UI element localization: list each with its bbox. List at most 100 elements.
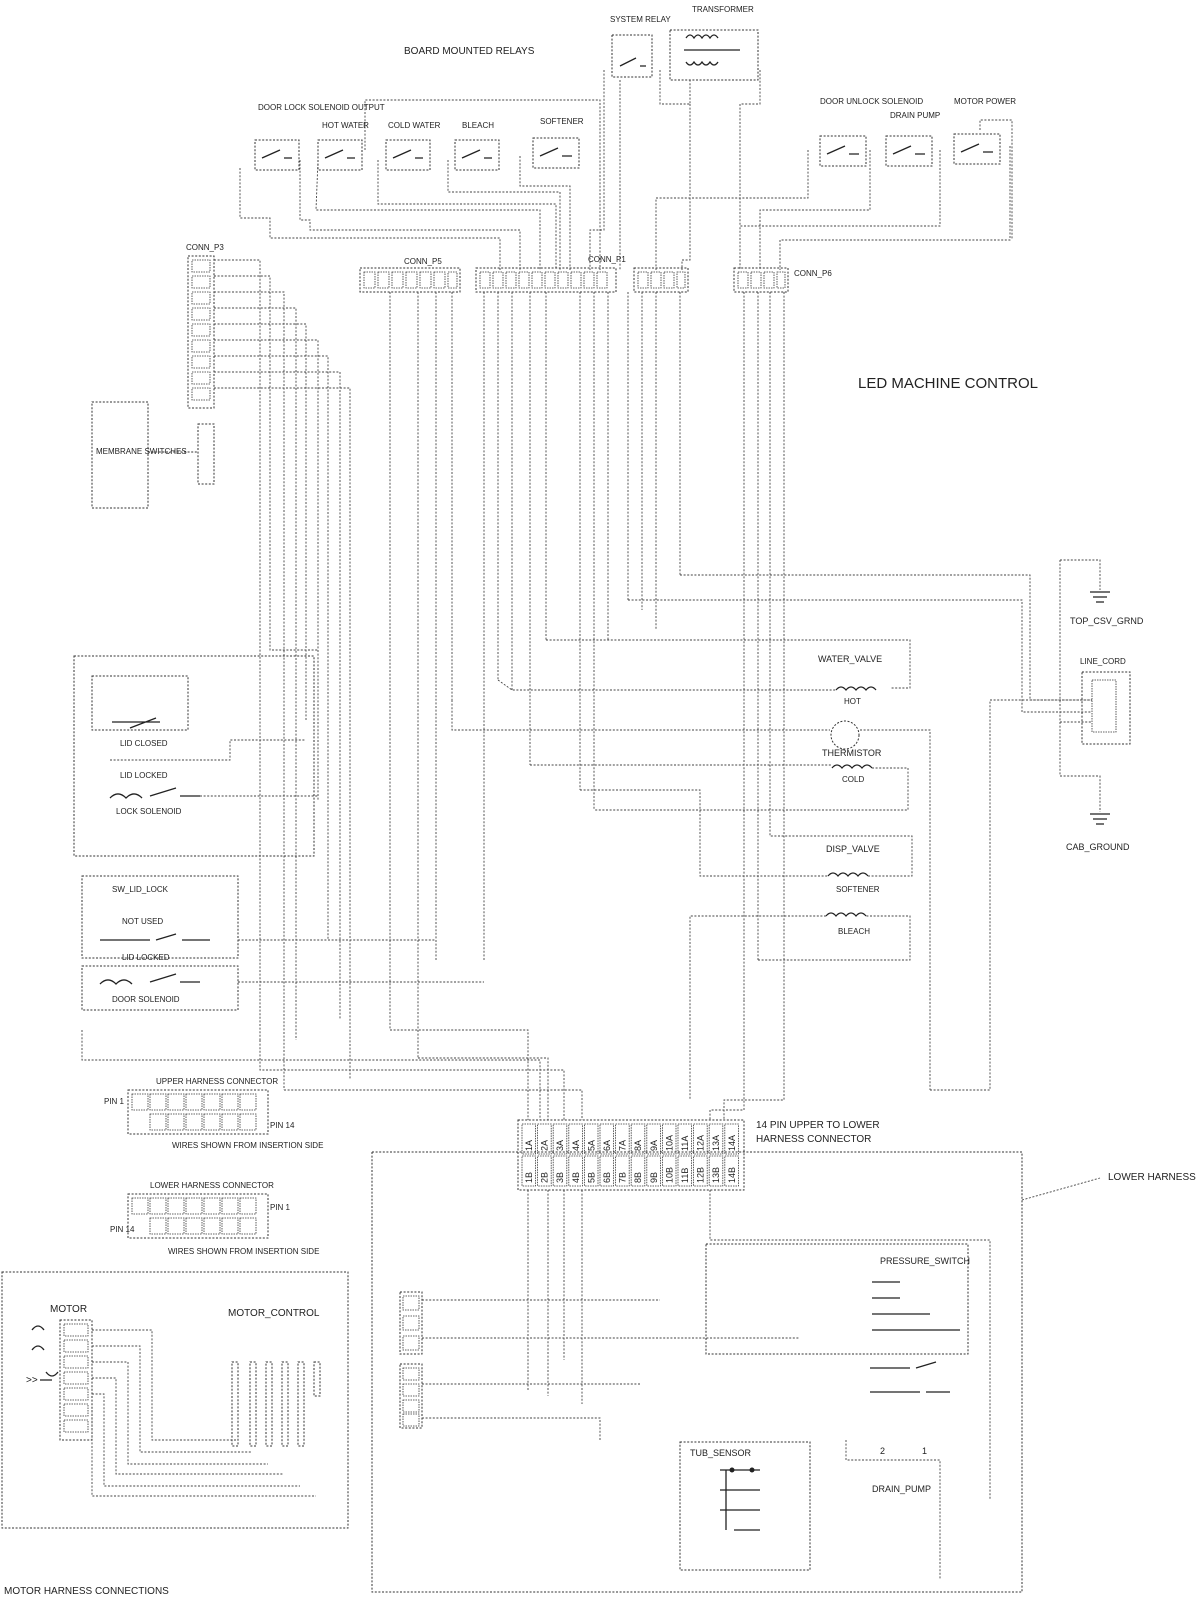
lid-locked-label-2: LID LOCKED	[122, 953, 170, 962]
system-relay-switch	[619, 57, 646, 67]
door-unlock-relay-label: DOOR UNLOCK SOLENOID	[820, 97, 923, 106]
line-cord-plug	[1091, 679, 1117, 733]
lower-harness-label: LOWER HARNESS	[1108, 1172, 1196, 1183]
wire	[680, 574, 1092, 701]
harness-pin-lower-cell	[599, 1155, 615, 1187]
lid-lock-label: SW_LID_LOCK	[112, 885, 169, 894]
lid-switch-assembly-1	[73, 655, 315, 857]
wire	[659, 70, 691, 105]
harness-pin-lower: 2B	[540, 1172, 550, 1183]
transformer	[669, 29, 759, 81]
motor-output-symbol: >>	[26, 1375, 38, 1386]
lid-locked-label: LID LOCKED	[120, 771, 168, 780]
harness-pin-lower-cell	[584, 1155, 599, 1187]
harness-pin-upper-cell	[662, 1123, 677, 1155]
conn-p1-label: CONN_P1	[588, 255, 626, 264]
wire	[377, 160, 557, 270]
wire	[546, 639, 911, 689]
harness-pin-lower: 12B	[696, 1167, 706, 1183]
relay-motor-power: MOTOR POWER	[953, 97, 1016, 165]
bleach-relay-label: BLEACH	[462, 121, 494, 130]
harness-pin-lower: 13B	[711, 1167, 721, 1183]
disp-valve-label: DISP_VALVE	[826, 844, 880, 854]
harness-pin-upper-cell	[584, 1123, 599, 1155]
conn-p6-label: CONN_P6	[794, 269, 832, 278]
harness-pin-upper: 6A	[602, 1140, 612, 1151]
motor-control-terminals	[231, 1361, 321, 1447]
harness-14pin-label-2: HARNESS CONNECTOR	[756, 1134, 871, 1145]
harness-pin-lower: 9B	[649, 1172, 659, 1183]
harness-pin-lower: 4B	[571, 1172, 581, 1183]
lock-solenoid-icon	[109, 787, 200, 799]
relay-drain-pump: DRAIN PUMP	[885, 111, 940, 167]
upper-harness-connector	[127, 1089, 269, 1135]
contact-dot	[729, 1467, 735, 1473]
wire	[845, 1440, 941, 1580]
harness-pin-upper: 7A	[618, 1140, 628, 1151]
harness-pin-upper-cell	[630, 1123, 646, 1155]
harness-pin-lower: 1B	[524, 1172, 534, 1183]
harness-pin-upper: 10A	[664, 1135, 674, 1151]
harness-pin-upper: 14A	[727, 1135, 737, 1151]
ground-icon	[1090, 813, 1110, 825]
hot-water-relay-label: HOT WATER	[322, 121, 369, 130]
top-ground-label: TOP_CSV_GRND	[1070, 616, 1144, 626]
tub-sensor-contacts	[720, 1469, 760, 1531]
ground-icon	[1090, 591, 1110, 603]
wire	[299, 160, 521, 270]
harness-pin-upper-cell	[552, 1123, 568, 1155]
wire-bundle	[214, 259, 785, 1090]
wire	[364, 99, 601, 270]
softener-valve-coil	[827, 872, 869, 878]
harness-pin-lower: 7B	[618, 1172, 628, 1183]
motor-winding-icon	[31, 1325, 59, 1381]
contact-dot	[749, 1467, 755, 1473]
harness-pin-lower-cell	[537, 1155, 552, 1187]
harness-pin-lower: 6B	[602, 1172, 612, 1183]
harness-pin-lower-cell	[662, 1155, 677, 1187]
membrane-label: MEMBRANE SWITCHES	[96, 447, 187, 456]
bleach-label: BLEACH	[838, 927, 870, 936]
harness-pin-lower-cell	[568, 1155, 583, 1187]
relay-door-unlock: DOOR UNLOCK SOLENOID	[819, 97, 923, 167]
wire	[259, 699, 1092, 1120]
harness-pin-upper-cell	[677, 1123, 693, 1155]
wire	[589, 70, 605, 270]
harness-pin-upper-cell	[568, 1123, 583, 1155]
board-relays-label: BOARD MOUNTED RELAYS	[404, 46, 535, 57]
harness-pin-lower-cell	[677, 1155, 693, 1187]
harness-14pin-label-1: 14 PIN UPPER TO LOWER	[756, 1120, 880, 1131]
drain-pump-relay-label: DRAIN PUMP	[890, 111, 940, 120]
wire	[779, 146, 1011, 270]
lock-solenoid-label: LOCK SOLENOID	[116, 807, 182, 816]
harness-pin-lower: 8B	[633, 1172, 643, 1183]
softener-label: SOFTENER	[836, 885, 880, 894]
wire	[530, 764, 909, 811]
harness-pin-lower-cell	[521, 1155, 537, 1187]
lid-switch-box	[91, 675, 189, 731]
control-title: LED MACHINE CONTROL	[858, 375, 1038, 392]
drain-pin2: 2	[880, 1446, 885, 1456]
harness-pin-upper: 4A	[571, 1140, 581, 1151]
wire	[739, 150, 941, 270]
harness-pin-lower: 5B	[586, 1172, 596, 1183]
pin14-lower-label: PIN 14	[110, 1225, 135, 1234]
wire	[422, 1190, 800, 1440]
bleach-valve-coil	[825, 912, 867, 918]
pin1-label: PIN 1	[104, 1097, 125, 1106]
harness-pin-lower: 14B	[727, 1167, 737, 1183]
harness-pin-upper-cell	[537, 1123, 552, 1155]
harness-pin-lower: 10B	[664, 1167, 674, 1183]
harness-pin-upper-cell	[646, 1123, 661, 1155]
harness-pin-upper-cell	[521, 1123, 537, 1155]
lower-harness-frame	[371, 1151, 1023, 1593]
system-relay-label: SYSTEM RELAY	[610, 15, 671, 24]
hot-label: HOT	[844, 697, 861, 706]
wire	[628, 599, 1092, 713]
harness-pin-lower-cell	[724, 1155, 739, 1187]
softener-relay-label: SOFTENER	[540, 117, 584, 126]
lid-closed-label: LID CLOSED	[120, 739, 168, 748]
wire	[709, 1190, 991, 1500]
harness-pin-upper: 5A	[586, 1140, 596, 1151]
